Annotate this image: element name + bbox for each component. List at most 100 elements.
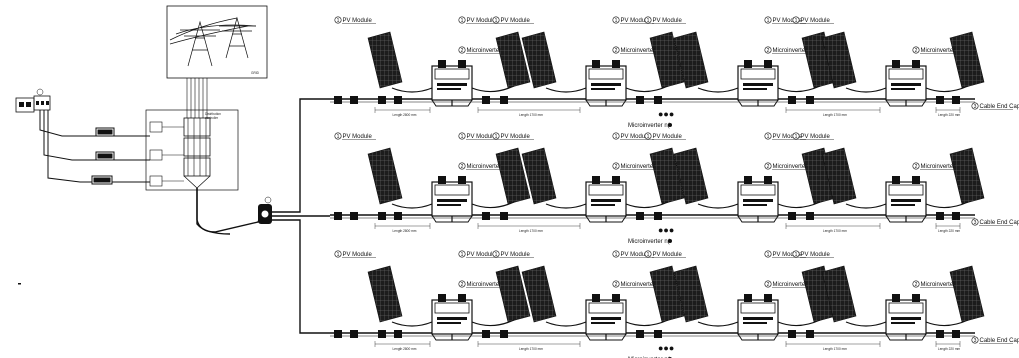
svg-text:2: 2 (767, 48, 770, 54)
solar-panel-icon (367, 147, 403, 205)
solar-panel-icon (673, 147, 709, 205)
cable-length-label: Length 1700 mm (519, 229, 543, 233)
svg-text:Microinverter: Microinverter (921, 48, 956, 54)
svg-text:1: 1 (767, 252, 770, 258)
svg-text:PV Module: PV Module (621, 134, 651, 140)
svg-text:2: 2 (615, 48, 618, 54)
microinverter-n-label: Microinverter n( (628, 239, 670, 245)
svg-text:1: 1 (647, 18, 650, 24)
trunk-connector (350, 330, 358, 338)
svg-text:PV Module: PV Module (621, 18, 651, 24)
continuation-dots: ●●● (658, 343, 674, 353)
cable-length-label: Length 1700 mm (519, 347, 543, 351)
svg-text:Microinverter: Microinverter (621, 48, 656, 54)
grid-box: GRID (166, 5, 268, 79)
trunk-connector (788, 212, 796, 220)
cable-length-label: Length 1700 mm (823, 229, 847, 233)
trunk-connector (952, 330, 960, 338)
trunk-connector (500, 212, 508, 220)
svg-text:PV Module: PV Module (773, 252, 803, 258)
distribution-controller: Distribution controller (145, 109, 239, 191)
svg-text:3: 3 (974, 220, 977, 226)
solar-panel-icon (821, 265, 857, 323)
svg-text:1: 1 (795, 134, 798, 140)
trunk-connector (952, 212, 960, 220)
svg-text:1: 1 (615, 252, 618, 258)
inverter-row-2: Length 2800 mm Length 1700 mm Length 1700 … (330, 132, 1019, 245)
svg-text:3: 3 (974, 338, 977, 344)
microinverter-icon (737, 294, 779, 341)
solar-panel-icon (673, 31, 709, 89)
microinverter-icon (585, 60, 627, 107)
svg-text:PV Module: PV Module (467, 134, 497, 140)
svg-text:Microinverter: Microinverter (773, 164, 808, 170)
solar-panel-icon (673, 265, 709, 323)
svg-text:PV Module: PV Module (773, 18, 803, 24)
trunk-connector (394, 212, 402, 220)
solar-panel-icon (949, 265, 985, 323)
trunk-connector (788, 96, 796, 104)
svg-text:PV Module: PV Module (343, 134, 373, 140)
microinverter-icon (585, 294, 627, 341)
svg-text:Microinverter: Microinverter (621, 282, 656, 288)
trunk-connector (806, 330, 814, 338)
microinverter-icon (737, 176, 779, 223)
svg-text:PV Module: PV Module (467, 252, 497, 258)
trunk-connector (500, 330, 508, 338)
trunk-connector (482, 96, 490, 104)
cable-length-label: Length 2800 mm (393, 113, 417, 117)
svg-text:2: 2 (915, 48, 918, 54)
svg-text:1: 1 (461, 18, 464, 24)
svg-text:Cable End Cap: Cable End Cap (980, 220, 1019, 226)
microinverter-icon (885, 176, 927, 223)
svg-text:PV Module: PV Module (653, 252, 683, 258)
trunk-connector (788, 330, 796, 338)
microinverter-n-marker (668, 123, 672, 127)
svg-text:2: 2 (615, 282, 618, 288)
microinverter-n-marker (668, 239, 672, 243)
trunk-connector (936, 330, 944, 338)
trunk-connector (952, 96, 960, 104)
solar-panel-icon (821, 147, 857, 205)
svg-text:Cable End Cap: Cable End Cap (980, 104, 1019, 110)
cable-length-label: Length 1700 mm (823, 347, 847, 351)
solar-panel-icon (367, 31, 403, 89)
trunk-connector (636, 212, 644, 220)
solar-panel-icon (495, 265, 531, 323)
cable-length-label: Length 2800 mm (393, 229, 417, 233)
stray-mark (18, 283, 21, 285)
junction-box-icon (258, 196, 272, 224)
svg-text:2: 2 (461, 282, 464, 288)
solar-panel-icon (949, 31, 985, 89)
trunk-connector (378, 96, 386, 104)
svg-text:Microinverter: Microinverter (621, 164, 656, 170)
